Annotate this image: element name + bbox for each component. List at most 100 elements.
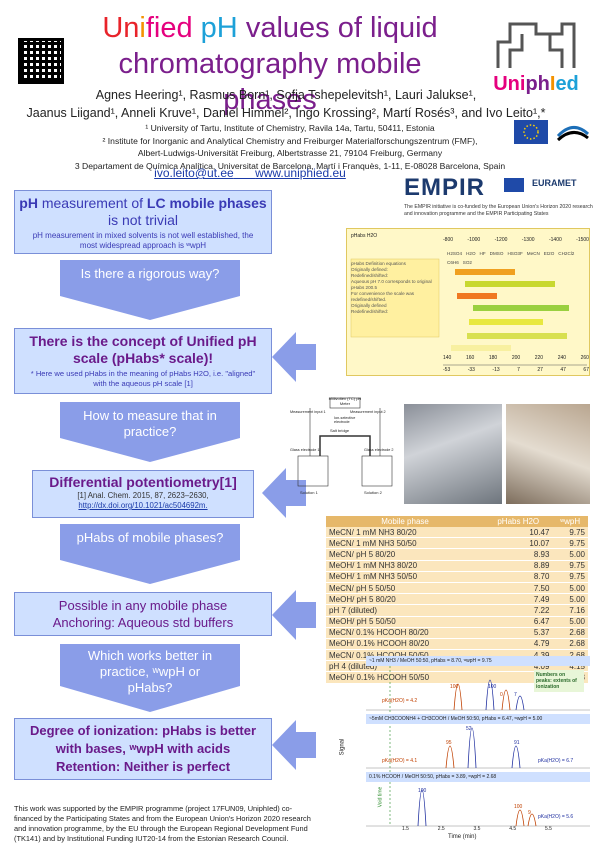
cell-phase: pH 7 (diluted) bbox=[326, 604, 485, 617]
estonia-logo-icon bbox=[556, 120, 590, 144]
affiliation-1: ¹ University of Tartu, Institute of Chem… bbox=[145, 123, 435, 133]
question-arrow-3: pHabs of mobile phases? bbox=[60, 524, 240, 584]
question-4-text: Which works better in practice, ʷwpH or … bbox=[87, 648, 213, 695]
tick: 240 bbox=[557, 355, 567, 361]
lab-photo-electrodes bbox=[506, 404, 590, 504]
tick: -1000 bbox=[467, 237, 481, 243]
cell-wwph: 7.16 bbox=[552, 604, 588, 617]
uniphied-logo: UniphIed bbox=[488, 16, 584, 96]
chroma-peak bbox=[511, 745, 521, 769]
solvent: H2SO4 bbox=[447, 251, 463, 256]
xtick: 1.5 bbox=[402, 826, 409, 832]
chroma-label-a: pKa(H2O) = 4.2 bbox=[382, 698, 418, 704]
box-problem: pH measurement of LC mobile phases is no… bbox=[14, 190, 272, 254]
tick: -1500 bbox=[576, 237, 589, 243]
ph-scale-figure: pHabs H2O pHabs Definition equations Ori… bbox=[346, 228, 590, 376]
chroma-ylabel: Signal bbox=[339, 738, 346, 756]
cell-phabs: 10.07 bbox=[484, 537, 553, 550]
cell-phase: MeCN/ 1 mM NH3 80/20 bbox=[326, 527, 485, 539]
potentiometry-diagram: Millivoltex (TC) pH Meter Measurement in… bbox=[290, 396, 400, 502]
cell-phabs: 6.47 bbox=[484, 616, 553, 628]
chroma-peak bbox=[445, 745, 455, 769]
cell-wwph: 5.00 bbox=[552, 616, 588, 628]
tick: 180 bbox=[488, 355, 498, 361]
chroma-panel1-title: ~1 mM NH3 / MeOH 50:50, pHabs = 8.70, ʷw… bbox=[366, 656, 590, 666]
cell-phabs: 4.79 bbox=[484, 638, 553, 651]
lab-photo-meter bbox=[404, 404, 502, 504]
chroma-label-b: pKa(H2O) = 4.1 bbox=[382, 758, 418, 764]
cell-phase: MeCN/ pH 5 80/20 bbox=[326, 548, 485, 561]
chroma-peak bbox=[485, 679, 495, 711]
cell-phase: MeOH/ 0.1% HCOOH 80/20 bbox=[326, 638, 485, 651]
col-header-wwph: ʷwpH bbox=[552, 516, 588, 527]
question-2-text: How to measure that in practice? bbox=[83, 408, 217, 439]
affiliation-4: 3 Departament de Química Analítica, Univ… bbox=[74, 160, 506, 171]
peak-label: 9 bbox=[528, 810, 531, 816]
tick: 220 bbox=[534, 355, 544, 361]
peak-label: 91 bbox=[514, 740, 520, 746]
xtick: 3.5 bbox=[473, 826, 481, 832]
scale-top-ticks: -800-1000-1200-1300-1400-1500 bbox=[443, 237, 589, 243]
cell-phase: MeCN/ 0.1% HCOOH 80/20 bbox=[326, 627, 485, 639]
cell-phase: MeOH/ 1 mM NH3 80/20 bbox=[326, 560, 485, 572]
affiliations: ¹ University of Tartu, Institute of Chem… bbox=[30, 122, 550, 172]
peak-label: 100 bbox=[488, 684, 497, 690]
eu-flag-small-icon bbox=[504, 178, 524, 192]
tick: 260 bbox=[580, 355, 589, 361]
eu-flag-icon bbox=[514, 120, 548, 144]
authors-line1: Agnes Heering¹, Rasmus Born¹, Sofja Tshe… bbox=[95, 88, 477, 102]
title-fied: fied bbox=[145, 12, 193, 44]
cell-wwph: 5.00 bbox=[552, 582, 588, 595]
cell-phase: pH 4 (diluted) bbox=[326, 660, 485, 673]
cell-phabs: 5.37 bbox=[484, 627, 553, 639]
qr-code[interactable] bbox=[18, 38, 64, 84]
chroma-peak bbox=[515, 695, 525, 711]
chroma-void-label: Void time bbox=[377, 786, 384, 808]
val: 27 bbox=[537, 367, 543, 373]
solvent: C6H6 bbox=[447, 260, 459, 265]
title-rest: values of liquid bbox=[237, 12, 438, 44]
question-arrow-4: Which works better in practice, ʷwpH or … bbox=[60, 644, 240, 712]
chroma-peak bbox=[417, 789, 427, 827]
xtick: 2.5 bbox=[437, 826, 445, 832]
diagram-label-mi1: Measurement input 1 bbox=[290, 410, 326, 414]
tick: 160 bbox=[465, 355, 475, 361]
solvent: DMSO bbox=[489, 251, 504, 256]
website-link[interactable]: www.uniphied.eu bbox=[255, 166, 346, 180]
val: -53 bbox=[443, 367, 451, 373]
box5-line2: with bases, ʷwpH with acids bbox=[55, 741, 231, 756]
box1-ph: pH bbox=[19, 195, 38, 211]
box3-doi-link[interactable]: http://dx.doi.org/10.1021/ac504692m. bbox=[78, 501, 208, 510]
cell-phabs: 8.89 bbox=[484, 560, 553, 572]
box3-ref: [1] Anal. Chem. 2015, 87, 2623–2630, bbox=[77, 491, 209, 500]
box2-sub: * Here we used pHabs in the meaning of p… bbox=[30, 369, 256, 388]
peak-label: 0 bbox=[500, 692, 503, 698]
scale-top-label: pHabs H2O bbox=[351, 233, 378, 239]
cell-phabs: 10.47 bbox=[484, 527, 553, 539]
title-ph: pH bbox=[192, 12, 238, 44]
authors-line2: Jaanus Liigand¹, Anneli Kruve¹, Daniel H… bbox=[26, 106, 546, 120]
email-link[interactable]: ivo.leito@ut.ee bbox=[154, 166, 234, 180]
solvent: H2O bbox=[466, 251, 476, 256]
diagram-label-meter: Millivoltex (TC) pH Meter bbox=[328, 396, 362, 406]
box5-line3: Retention: Neither is perfect bbox=[55, 759, 231, 774]
tick: -1300 bbox=[521, 237, 535, 243]
chroma-peak bbox=[501, 689, 511, 711]
chroma-xlabel: Time (min) bbox=[448, 834, 477, 840]
cell-phase: MeOH/ pH 5 50/50 bbox=[326, 616, 485, 628]
table-header-row: Mobile phase pHabs H2O ʷwpH bbox=[326, 516, 588, 527]
box-method: Differential potentiometry[1] [1] Anal. … bbox=[32, 470, 254, 518]
left-arrow-4 bbox=[272, 720, 316, 770]
box-concept: There is the concept of Unified pH scale… bbox=[14, 328, 272, 394]
peak-label: 100 bbox=[514, 804, 523, 810]
question-arrow-2: How to measure that in practice? bbox=[60, 402, 240, 462]
